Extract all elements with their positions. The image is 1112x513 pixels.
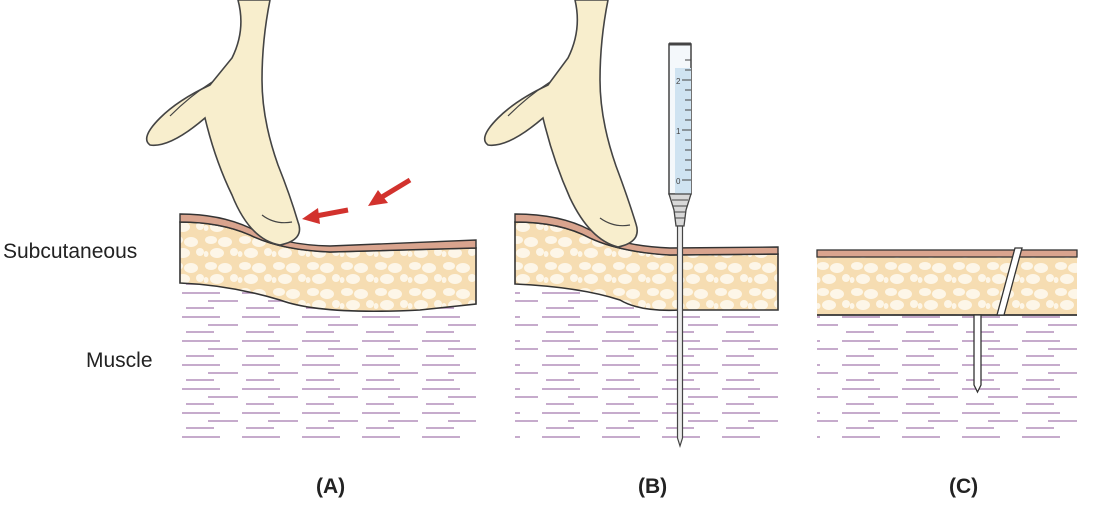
subcutaneous-layer-c (817, 257, 1077, 315)
skin-layer-a (179, 213, 477, 253)
syringe-mark-0: 0 (676, 177, 681, 186)
panel-c (816, 247, 1078, 440)
syringe: 2 1 0 (668, 42, 692, 449)
muscle-layer-c (817, 315, 1077, 440)
finger-b (483, 0, 638, 248)
syringe-needle (676, 225, 684, 449)
needle-track-muscle (973, 314, 982, 394)
panel-a-label: (A) (316, 475, 346, 498)
pull-arrow-2 (368, 177, 412, 206)
syringe-mark-2: 2 (676, 77, 681, 86)
panel-b-label: (B) (638, 475, 668, 498)
needle-track (996, 247, 1023, 316)
panel-b: 2 1 0 (483, 0, 779, 449)
panel-c-label: (C) (949, 475, 979, 498)
finger-a (145, 0, 301, 246)
skin-layer-b (514, 213, 779, 256)
subcutaneous-label: Subcutaneous (3, 240, 138, 263)
muscle-label: Muscle (86, 349, 153, 372)
skin-layer-c (816, 249, 1078, 258)
panel-a (145, 0, 477, 442)
muscle-layer-b (515, 285, 778, 442)
pull-arrow-1 (302, 207, 349, 224)
syringe-mark-1: 1 (676, 127, 681, 136)
syringe-hub (668, 193, 692, 227)
